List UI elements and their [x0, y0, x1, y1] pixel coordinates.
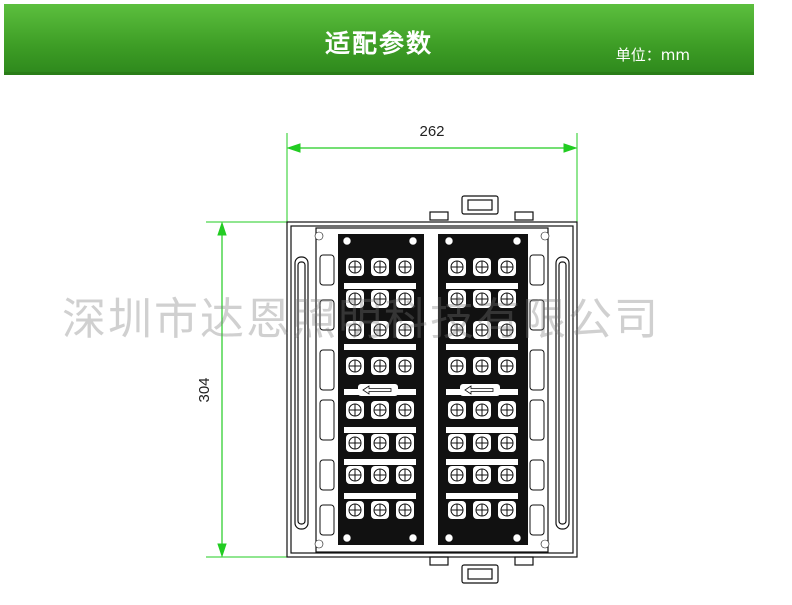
- module-bar: [344, 459, 416, 465]
- height-dimension: [206, 221, 290, 558]
- heatsink-fins: [319, 254, 545, 536]
- arrow-up-icon: [217, 221, 227, 236]
- arrow-left-icon: [464, 385, 494, 395]
- arrow-left-icon: [286, 143, 301, 153]
- header-bar: 适配参数 单位：mm: [4, 4, 754, 75]
- arrow-plate: [358, 384, 398, 396]
- led-lens-grid: [344, 258, 518, 519]
- height-label: 304: [196, 377, 213, 402]
- lamp-body: [286, 195, 578, 584]
- module-bar: [344, 427, 416, 433]
- arrow-down-icon: [217, 543, 227, 558]
- module-bar: [344, 493, 416, 499]
- module-bar: [446, 427, 518, 433]
- module-bar: [344, 344, 416, 350]
- width-dimension: [286, 133, 578, 222]
- module-bar: [344, 283, 416, 289]
- module-bar: [446, 283, 518, 289]
- arrow-right-icon: [563, 143, 578, 153]
- arrow-plate: [460, 384, 500, 396]
- arrow-left-icon: [362, 385, 392, 395]
- module-bar: [446, 459, 518, 465]
- width-label: 262: [419, 123, 444, 140]
- unit-label: 单位：mm: [615, 46, 690, 64]
- module-bar: [446, 344, 518, 350]
- module-bar: [446, 493, 518, 499]
- page-title: 适配参数: [324, 29, 433, 58]
